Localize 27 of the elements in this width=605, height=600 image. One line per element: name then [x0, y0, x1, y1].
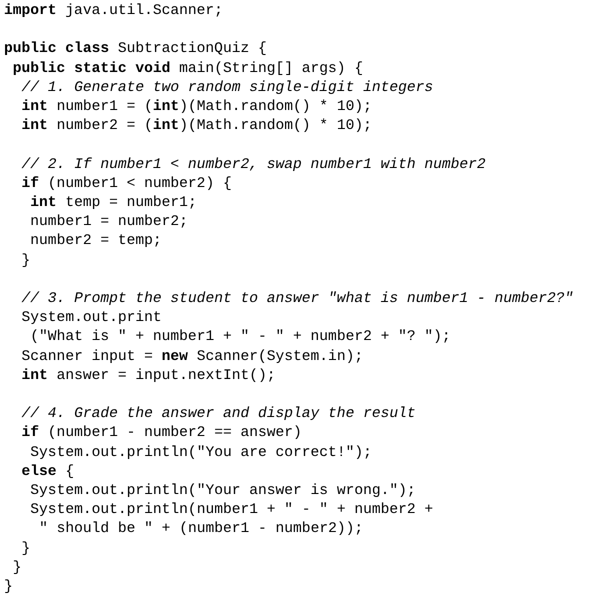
code-line: }: [22, 252, 30, 270]
code-line: number1 = number2;: [30, 213, 188, 232]
code-line: // 1. Generate two random single-digit integers: [22, 78, 434, 97]
code-line: // 2. If number1 < number2, swap number1 with number2: [22, 156, 486, 174]
code-line: int temp = number1;: [30, 194, 197, 212]
code-line: ("What is " + number1 + " - " + number2 + "? ");: [30, 328, 451, 346]
code-line: Scanner input = new Scanner(System.in);: [22, 348, 364, 366]
code-line: System.out.print: [22, 309, 162, 328]
code-line: import java.util.Scanner;: [4, 2, 223, 20]
code-line: int number2 = (int)(Math.random() * 10);: [22, 117, 372, 136]
code-line: System.out.println("Your answer is wrong.");: [30, 482, 416, 500]
code-line: // 3. Prompt the student to answer "what is number1 - number2?": [22, 290, 574, 308]
code-line: int number1 = (int)(Math.random() * 10);: [22, 98, 372, 116]
code-line: " should be " + (number1 - number2));: [39, 520, 364, 538]
code-line: }: [4, 578, 13, 596]
code-line: }: [22, 540, 30, 558]
code-line: public static void main(String[] args) {: [12, 60, 364, 78]
code-line: System.out.println("You are correct!");: [30, 444, 372, 462]
code-line: else {: [22, 462, 74, 481]
code-line: if (number1 - number2 == answer): [22, 424, 302, 442]
code-line: System.out.println(number1 + " - " + number2 +: [30, 501, 434, 520]
code-line: int answer = input.nextInt();: [22, 366, 276, 385]
code-line: }: [12, 558, 22, 577]
code-line: number2 = temp;: [30, 232, 162, 250]
code-line: public class SubtractionQuiz {: [4, 40, 267, 58]
code-line: if (number1 < number2) {: [22, 174, 232, 193]
code-line: // 4. Grade the answer and display the result: [22, 405, 416, 424]
